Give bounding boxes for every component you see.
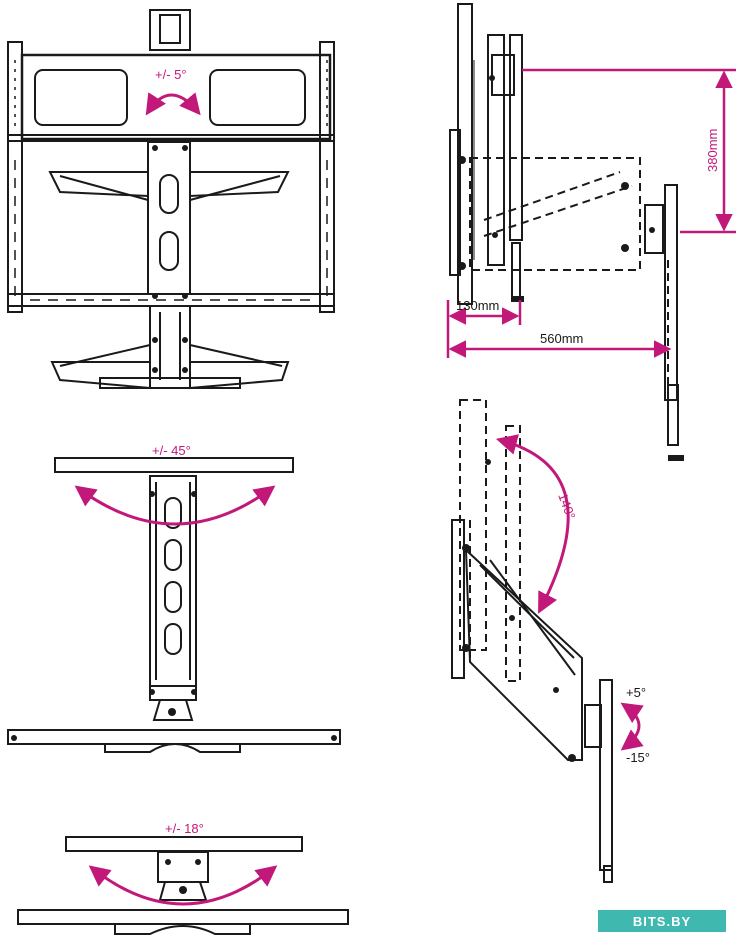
swivel-18-arrow [88,865,278,906]
tilt-minus-label: -15° [626,750,650,765]
swivel-top-view [7,457,341,753]
tilt-plus-label: +5° [626,685,646,700]
tilt-front-label: +/- 5° [155,67,187,82]
side-view-extension-bolts [458,75,684,461]
height-380-label: 380mm [705,129,720,172]
front-view [7,9,335,390]
swivel-top-label: +/- 45° [152,443,191,458]
tilt-adjust-arrow [620,702,644,751]
swivel-45-arrow [74,485,276,526]
swivel-bottom-view [17,836,349,935]
side-view-extension-dashed [469,157,669,385]
watermark-text: BITS.BY [632,913,692,929]
tilt-rotation-arrow [145,92,201,116]
side-view-arc [451,519,613,883]
side-view-extension [449,3,679,446]
watermark-badge: BITS.BY [598,910,726,932]
arc-140-label: 140° [555,491,578,521]
depth-130-label: 130mm [456,298,499,313]
front-bolts [152,145,188,373]
side-view-arc-bolts [462,459,576,762]
depth-560-label: 560mm [540,331,583,346]
dimension-lines [446,68,736,358]
arc-140-arrow [495,434,570,614]
swivel-bottom-label: +/- 18° [165,821,204,836]
swivel-bottom-bolts [165,859,201,894]
